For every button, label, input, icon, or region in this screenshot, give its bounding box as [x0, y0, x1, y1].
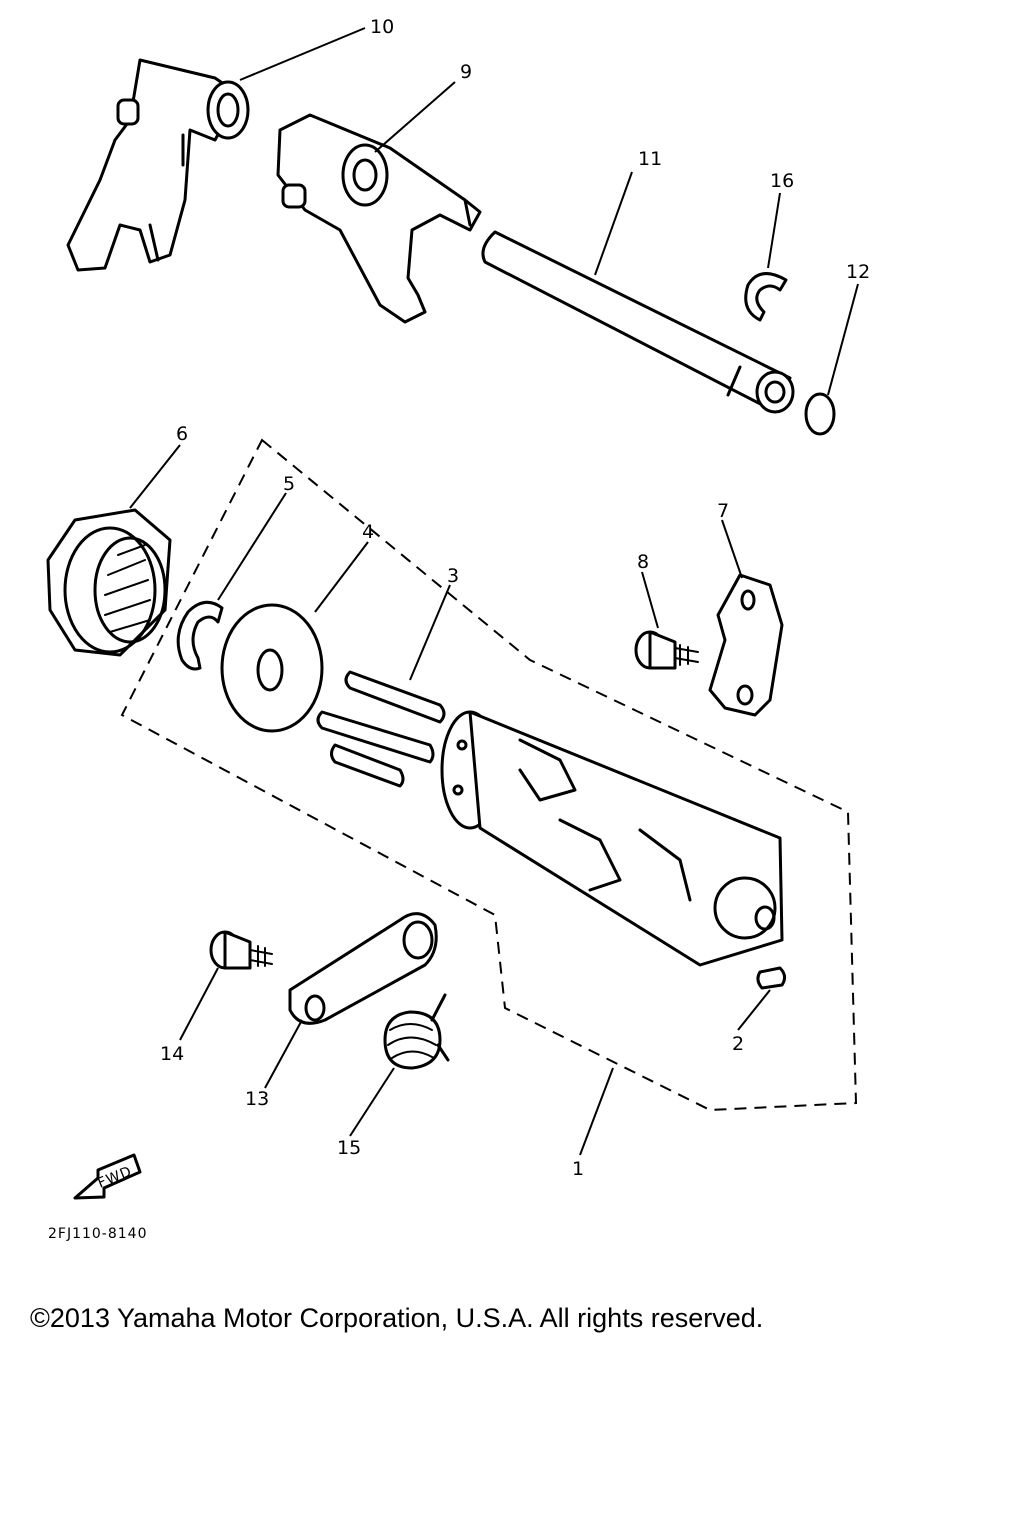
o-ring-12: [804, 392, 836, 436]
assembly-boundary: [120, 438, 858, 1112]
pins-3: [316, 670, 446, 788]
part-number-8: 8: [637, 551, 649, 573]
part-number-10: 10: [370, 16, 394, 38]
part-number-2: 2: [732, 1033, 744, 1055]
part-number-4: 4: [362, 521, 374, 543]
spring-15: [383, 993, 450, 1070]
part-number-11: 11: [638, 148, 662, 170]
fwd-arrow-icon: FWD: [73, 1153, 142, 1200]
plate-7: [708, 573, 784, 717]
part-number-14: 14: [160, 1043, 184, 1065]
washer-4: [220, 603, 324, 733]
shift-cam-exploded-diagram: FWD 10 9 11 16 12 6 5 4 3 8 7 2 14 13 15…: [46, 16, 870, 1242]
part-number-6: 6: [176, 423, 188, 445]
part-number-1: 1: [572, 1158, 584, 1180]
part-number-16: 16: [770, 170, 794, 192]
part-number-9: 9: [460, 61, 472, 83]
copyright-notice: ©2013 Yamaha Motor Corporation, U.S.A. A…: [30, 1303, 764, 1333]
bearing-6: [46, 508, 172, 657]
pin-2: [756, 966, 787, 990]
leader-lines: [129, 27, 859, 1156]
shift-fork-10: [66, 58, 250, 272]
shift-fork-9: [276, 113, 482, 324]
part-number-5: 5: [283, 473, 295, 495]
part-number-7: 7: [717, 500, 729, 522]
circlip-16: [744, 272, 788, 322]
part-number-13: 13: [245, 1088, 269, 1110]
part-number-3: 3: [447, 565, 459, 587]
bolt-8: [634, 630, 699, 670]
shift-cam-drum: [440, 710, 784, 967]
stopper-lever-13: [288, 912, 438, 1025]
part-number-12: 12: [846, 261, 870, 283]
circlip-5: [176, 600, 224, 671]
diagram-code: 2FJ110-8140: [48, 1226, 148, 1242]
part-number-15: 15: [337, 1137, 361, 1159]
bolt-14: [209, 930, 273, 970]
guide-bar-11: [481, 230, 795, 414]
